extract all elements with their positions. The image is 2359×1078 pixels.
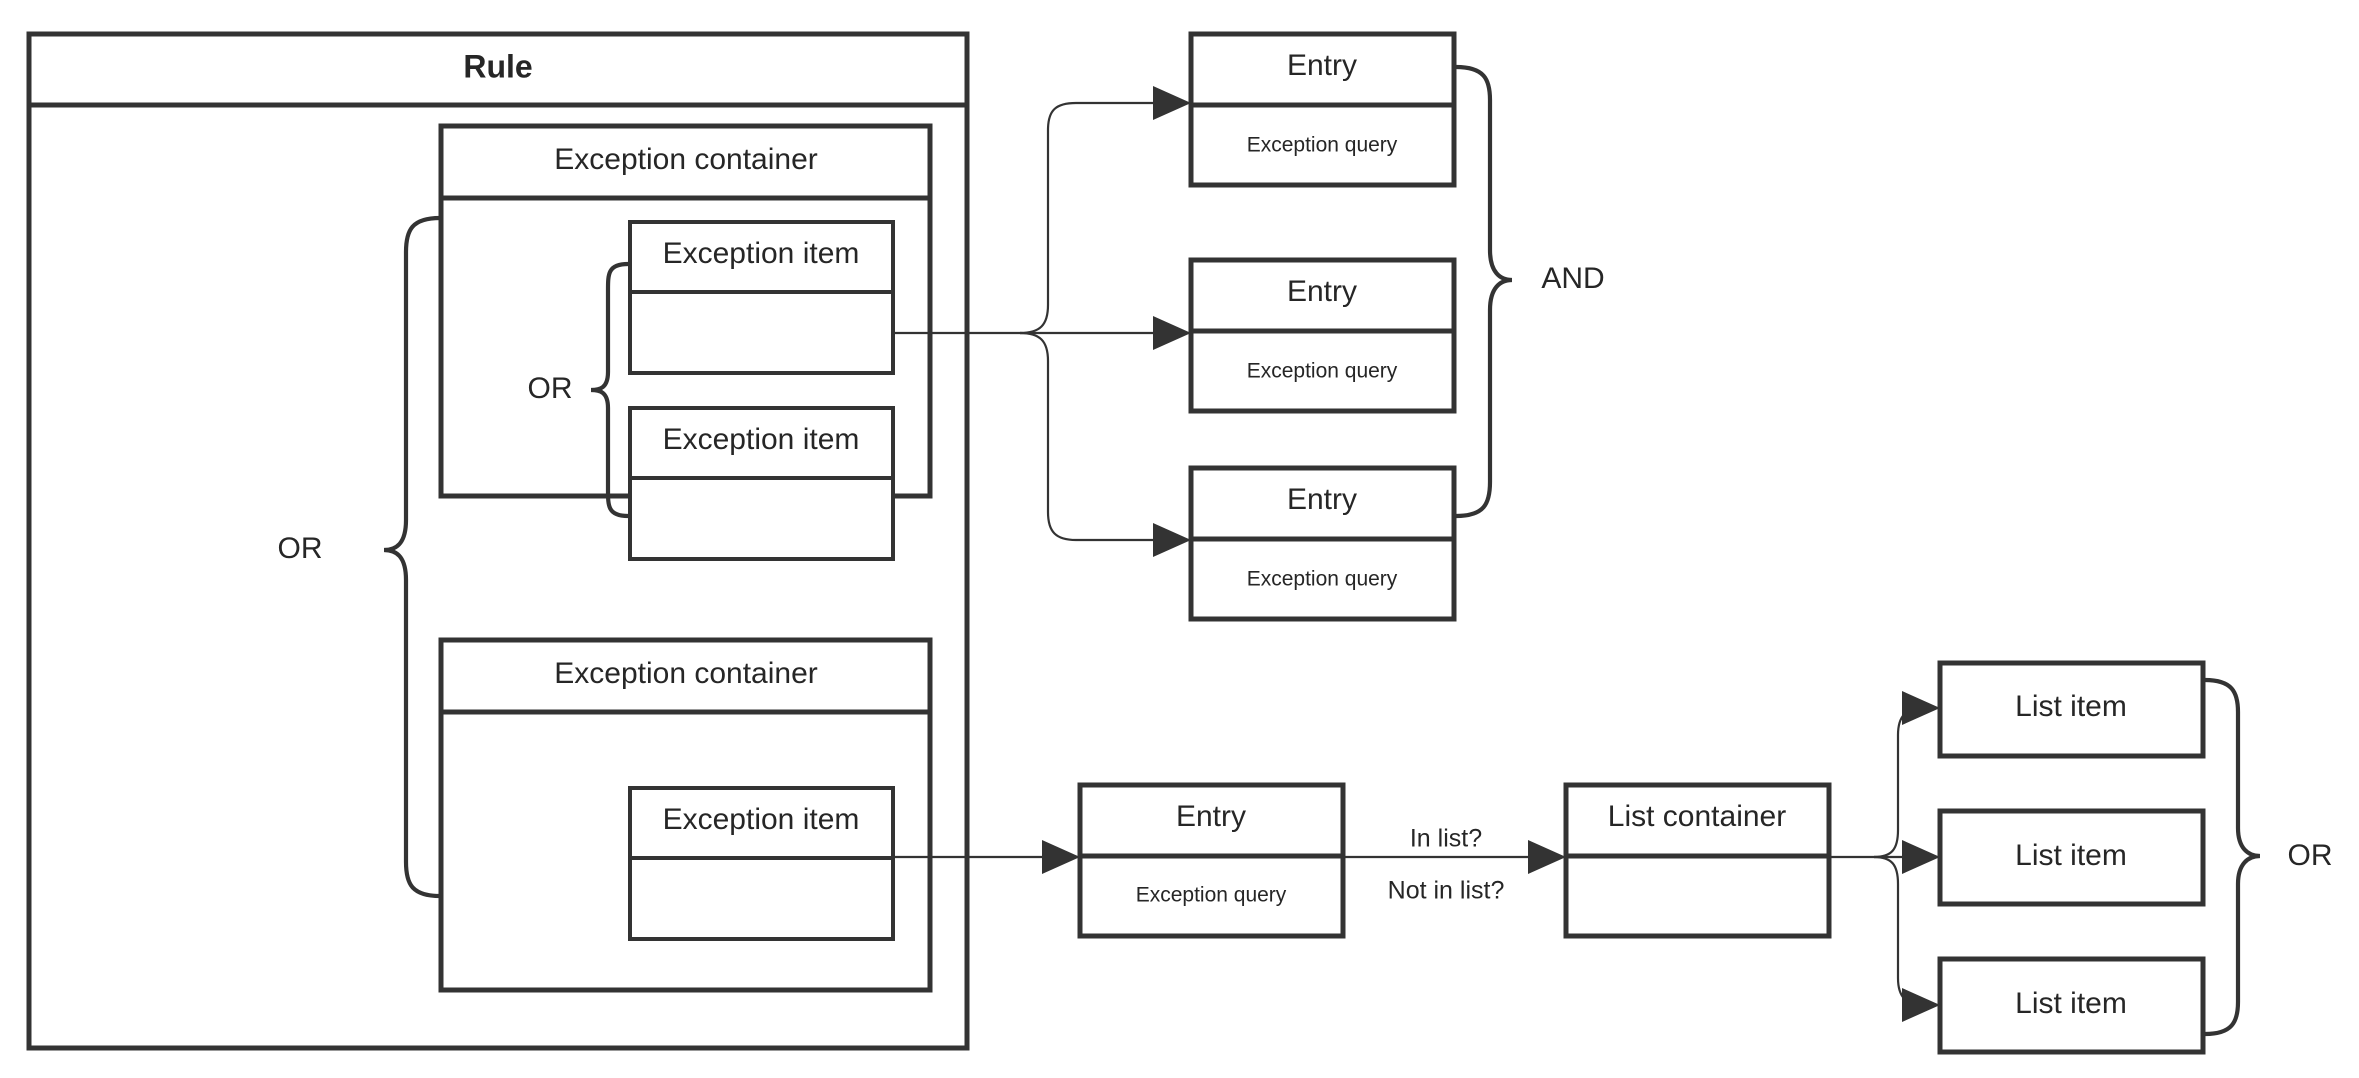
entry-box-1[interactable]: Entry Exception query xyxy=(1188,31,1457,188)
entry-box-bottom-outline xyxy=(1077,782,1346,939)
exception-item-3-title: Exception item xyxy=(663,803,860,836)
entry-arrowhead-2 xyxy=(1153,316,1191,350)
entry-box-2[interactable]: Entry Exception query xyxy=(1188,257,1457,414)
entry-box-bottom-subtitle: Exception query xyxy=(1136,884,1287,907)
entry-box-2-title: Entry xyxy=(1287,275,1357,308)
list-item-2-outline xyxy=(1937,808,2206,907)
list-item-1[interactable]: List item xyxy=(1937,660,2206,759)
list-item-1-title: List item xyxy=(2015,690,2127,723)
entry-to-list-connector: In list? Not in list? xyxy=(1343,825,1566,905)
entry-box-3-title: Entry xyxy=(1287,483,1357,516)
entry-box-1-subtitle: Exception query xyxy=(1247,134,1398,157)
entry-box-bottom-title: Entry xyxy=(1176,800,1246,833)
entry-box-1-title: Entry xyxy=(1287,49,1357,82)
inner-or-brace: OR xyxy=(528,261,631,519)
exception-item-3[interactable]: Exception item xyxy=(628,786,895,941)
edge-label-not-in-list: Not in list? xyxy=(1388,877,1505,905)
list-item-3[interactable]: List item xyxy=(1937,956,2206,1055)
entry-box-bottom[interactable]: Entry Exception query xyxy=(1077,782,1346,939)
entry-box-3-subtitle: Exception query xyxy=(1247,568,1398,591)
entry-arrowhead-1 xyxy=(1153,86,1191,120)
exception-item-3-outline xyxy=(628,786,895,941)
list-container-outline xyxy=(1563,782,1832,939)
exception-item-1[interactable]: Exception item xyxy=(628,220,895,375)
list-item-2-title: List item xyxy=(2015,839,2127,872)
list-branch-up xyxy=(1873,706,1925,859)
list-item-1-outline xyxy=(1937,660,2206,759)
bottom-entry-arrowhead xyxy=(1042,840,1080,874)
and-label: AND xyxy=(1541,262,1604,295)
list-item-2[interactable]: List item xyxy=(1937,808,2206,907)
entry-box-2-subtitle: Exception query xyxy=(1247,360,1398,383)
list-item-3-outline xyxy=(1937,956,2206,1055)
and-brace: AND xyxy=(1453,64,1605,519)
list-item-arrowhead-3 xyxy=(1902,988,1940,1022)
entry-arrowhead-3 xyxy=(1153,523,1191,557)
list-container-box[interactable]: List container xyxy=(1563,782,1832,939)
edge-label-in-list: In list? xyxy=(1410,825,1482,853)
entry-box-2-outline xyxy=(1188,257,1457,414)
entry-box-1-outline xyxy=(1188,31,1457,188)
list-branch-down xyxy=(1873,855,1925,1007)
list-or-brace: OR xyxy=(2202,677,2333,1037)
exception-container-2-title: Exception container xyxy=(554,657,818,690)
entry-branch-up xyxy=(1019,101,1175,335)
list-or-label: OR xyxy=(2288,839,2333,872)
exception-item-1-title: Exception item xyxy=(663,237,860,270)
list-item-arrowhead-2 xyxy=(1902,840,1940,874)
exception-to-entries-connector xyxy=(893,86,1191,557)
list-container-to-items-connector xyxy=(1829,691,1940,1022)
outer-or-brace: OR xyxy=(278,215,443,899)
list-container-title: List container xyxy=(1608,800,1786,833)
rule-title: Rule xyxy=(463,48,532,84)
entry-box-3-outline xyxy=(1188,465,1457,622)
entry-box-3[interactable]: Entry Exception query xyxy=(1188,465,1457,622)
list-item-3-title: List item xyxy=(2015,987,2127,1020)
inner-or-label: OR xyxy=(528,372,573,405)
exception-container-1-title: Exception container xyxy=(554,143,818,176)
entry-branch-down xyxy=(1019,331,1175,542)
exception-item-1-outline xyxy=(628,220,895,375)
list-item-arrowhead-1 xyxy=(1902,691,1940,725)
exception-item-2-outline xyxy=(628,406,895,561)
exception-to-bottom-entry-connector xyxy=(893,840,1080,874)
exception-item-2-title: Exception item xyxy=(663,423,860,456)
entry-to-list-arrowhead xyxy=(1528,840,1566,874)
exception-item-2[interactable]: Exception item xyxy=(628,406,895,561)
outer-or-label: OR xyxy=(278,532,323,565)
